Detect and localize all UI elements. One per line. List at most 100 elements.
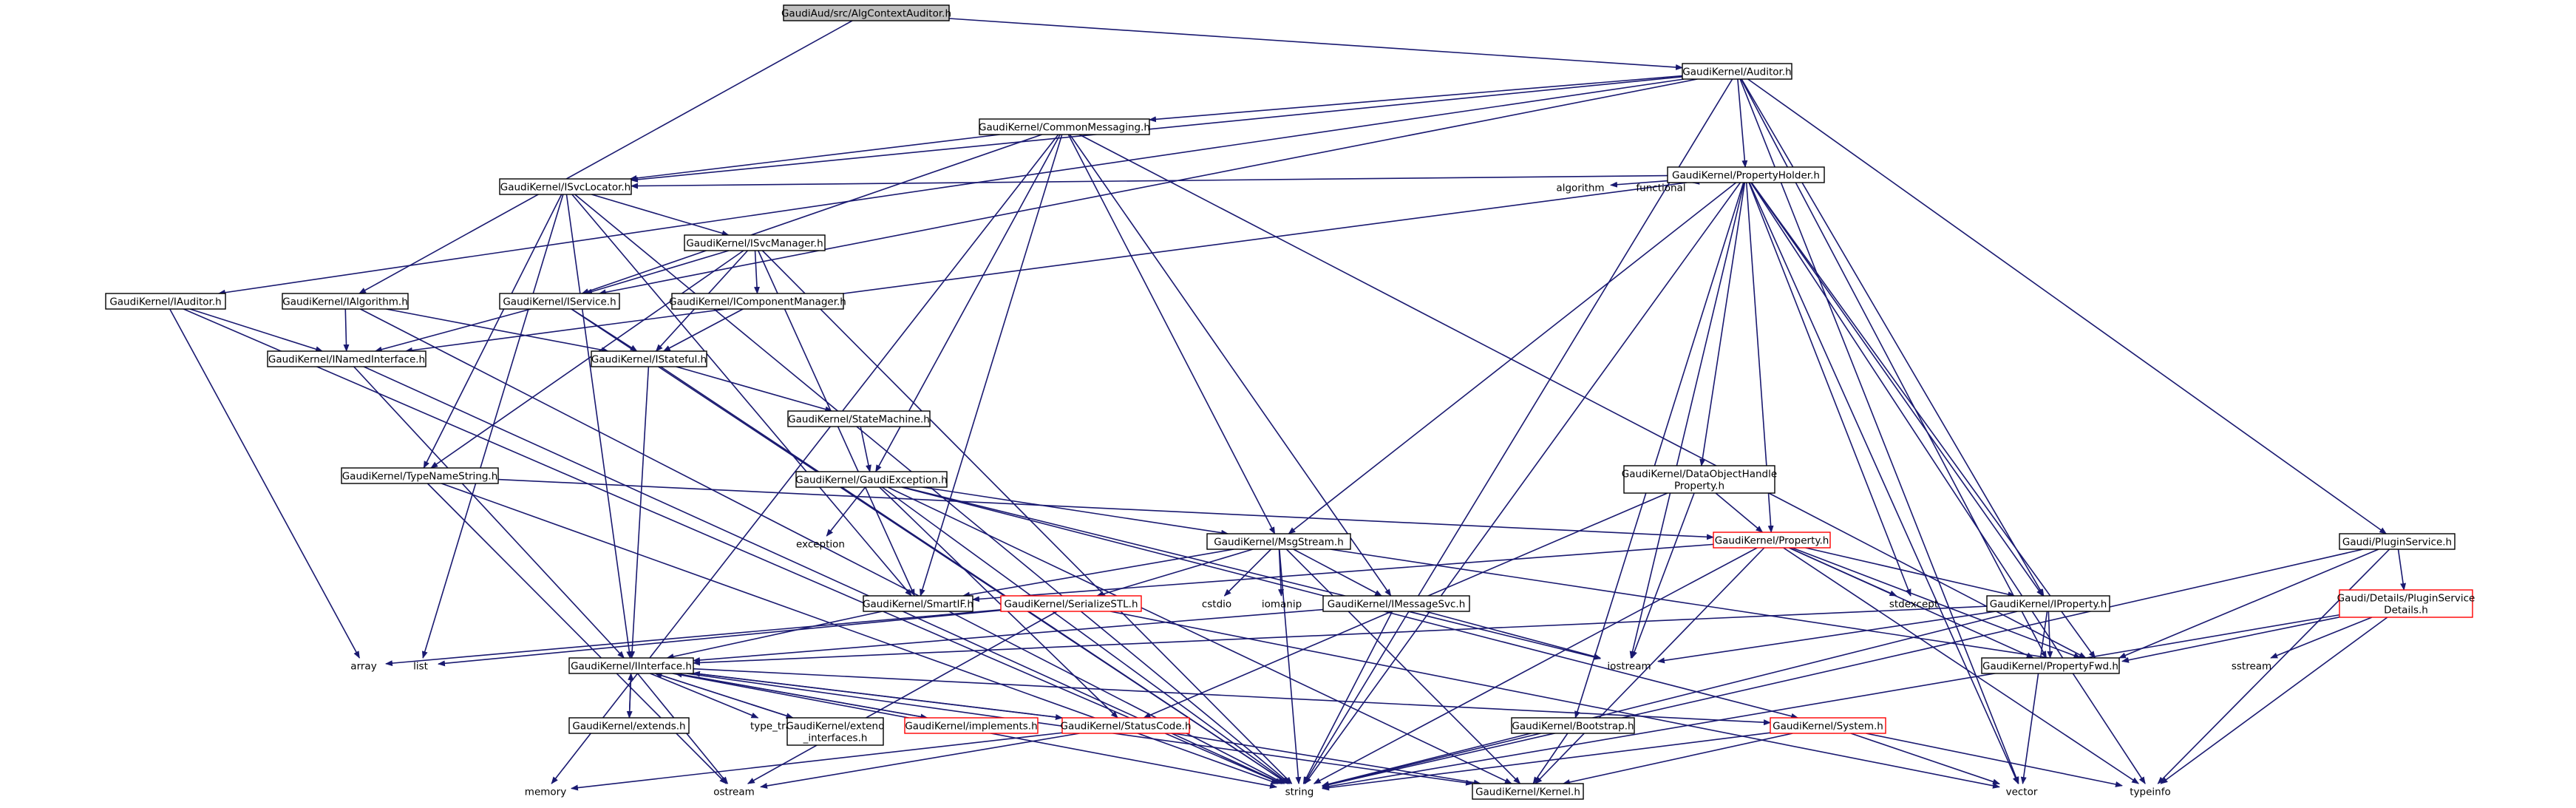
node-iostream: iostream (1607, 661, 1651, 673)
node-box (1981, 657, 2120, 674)
node-bootstrap[interactable]: GaudiKernel/Bootstrap.h (1511, 717, 1635, 734)
node-gexcept[interactable]: GaudiKernel/GaudiException.h (795, 471, 948, 488)
node-iinterface[interactable]: GaudiKernel/IInterface.h (568, 657, 694, 674)
node-box (499, 293, 620, 310)
node-ialgorithm[interactable]: GaudiKernel/IAlgorithm.h (282, 293, 409, 310)
node-label: Gaudi/PluginService.h (2342, 537, 2452, 549)
node-label: cstdio (1202, 599, 1231, 611)
edge-isvcmgr-to-iservice (585, 250, 730, 295)
node-box (267, 350, 426, 367)
node-functional: functional (1636, 183, 1685, 194)
node-label: GaudiKernel/TypeNameString.h (342, 471, 498, 483)
node-box (591, 350, 707, 367)
node-smartif[interactable]: GaudiKernel/SmartIF.h (863, 595, 973, 612)
node-propholder[interactable]: GaudiKernel/PropertyHolder.h (1667, 166, 1825, 183)
node-box (786, 717, 884, 746)
node-serstl[interactable]: GaudiKernel/SerializeSTL.h (1000, 595, 1142, 612)
node-label: array (350, 661, 376, 673)
edge-bootstrap-to-kernel (1532, 733, 1569, 784)
node-label: exception (796, 539, 845, 551)
node-label: GaudiAud/src/AlgContextAuditor.h (781, 8, 951, 20)
node-root[interactable]: GaudiAud/src/AlgContextAuditor.h (781, 4, 951, 21)
node-typeinfo: typeinfo (2130, 787, 2170, 798)
node-label: list (413, 661, 428, 673)
edge-inamed-to-iinterface (353, 366, 625, 659)
node-label: algorithm (1556, 183, 1604, 194)
edge-cmsg-to-smartif (920, 134, 1063, 597)
node-label: GaudiKernel/INamedInterface.h (268, 354, 425, 366)
edge-istateful-to-statemach (676, 366, 833, 413)
node-cstdio: cstdio (1202, 599, 1231, 611)
node-auditor[interactable]: GaudiKernel/Auditor.h (1682, 63, 1792, 80)
node-label: GaudiKernel/StateMachine.h (788, 414, 930, 426)
edge-imsgsvc-to-iostream (1425, 611, 1601, 659)
edge-inamed-to-string (363, 366, 1283, 784)
node-msgstream[interactable]: GaudiKernel/MsgStream.h (1206, 533, 1351, 550)
node-cmsg[interactable]: GaudiKernel/CommonMessaging.h (979, 118, 1150, 135)
node-pluginsvc[interactable]: Gaudi/PluginService.h (2339, 533, 2456, 550)
edge-gexcept-to-msgstream (922, 486, 1229, 536)
edge-propholder-to-string (1304, 182, 1741, 784)
node-iproperty[interactable]: GaudiKernel/IProperty.h (1986, 595, 2110, 612)
edge-statuscode-to-memory (571, 732, 1063, 791)
node-property[interactable]: GaudiKernel/Property.h (1713, 532, 1831, 549)
node-iauditor[interactable]: GaudiKernel/IAuditor.h (105, 293, 226, 310)
edge-system-to-string (1322, 732, 1771, 791)
edge-pluginsvc-to-pluginsvcdet (2397, 549, 2407, 591)
edge-gexcept-to-string (881, 486, 1290, 784)
edge-cmsg-to-utility (1078, 134, 2087, 659)
node-system[interactable]: GaudiKernel/System.h (1770, 717, 1886, 734)
edge-msgstream-to-kernel (1285, 549, 1521, 784)
node-label: memory (525, 787, 566, 798)
edge-pluginsvcdet-to-typeinfo (2160, 617, 2388, 784)
edge-statuscode-to-ostream (760, 733, 1080, 789)
node-box (341, 467, 499, 484)
edge-iproperty-to-iinterface (693, 605, 1988, 666)
node-statemach[interactable]: GaudiKernel/StateMachine.h (787, 410, 931, 427)
edge-pluginsvc-to-string (1322, 549, 2364, 788)
node-label: GaudiKernel/extend (786, 721, 884, 733)
node-propfwd[interactable]: GaudiKernel/PropertyFwd.h (1981, 657, 2120, 674)
edge-extends-to-iinterface (628, 673, 634, 719)
edge-propholder-to-inamed (404, 182, 1688, 353)
node-imsgsvc[interactable]: GaudiKernel/IMessageSvc.h (1322, 595, 1470, 612)
node-box (863, 595, 973, 612)
edge-dohp-to-property (1715, 492, 1764, 533)
node-extendif[interactable]: GaudiKernel/extend_interfaces.h (786, 717, 885, 746)
node-icompmgr[interactable]: GaudiKernel/IComponentManager.h (669, 293, 846, 310)
node-label: Gaudi/Details/PluginService (2337, 593, 2475, 605)
edge-property-to-utility (1792, 547, 2081, 659)
node-implements[interactable]: GaudiKernel/implements.h (904, 717, 1039, 734)
node-kernel[interactable]: GaudiKernel/Kernel.h (1472, 783, 1584, 800)
node-extends[interactable]: GaudiKernel/extends.h (568, 717, 690, 734)
edge-property-to-string (1313, 547, 1758, 784)
node-iservice[interactable]: GaudiKernel/IService.h (499, 293, 620, 310)
edge-propholder-to-iproperty (1750, 182, 2044, 597)
edge-auditor-to-iauditor (217, 78, 1685, 296)
edge-isvcmgr-to-icompmgr (754, 250, 761, 294)
edge-pluginsvcdet-to-sstream (2270, 617, 2373, 659)
edge-statuscode-to-iinterface (693, 670, 1063, 719)
edge-ialgorithm-to-inamed (343, 308, 350, 352)
edge-typename-to-property (497, 478, 1714, 540)
node-label: stdexcept (1889, 599, 1938, 611)
edge-auditor-to-iservice (598, 78, 1698, 296)
node-istateful[interactable]: GaudiKernel/IStateful.h (591, 350, 707, 367)
edge-istateful-to-string (660, 366, 1289, 784)
edge-bootstrap-to-string (1322, 733, 1541, 787)
node-isvcmgr[interactable]: GaudiKernel/ISvcManager.h (684, 234, 826, 251)
node-statuscode[interactable]: GaudiKernel/StatusCode.h (1061, 717, 1192, 734)
node-typename[interactable]: GaudiKernel/TypeNameString.h (341, 467, 499, 484)
edge-cmsg-to-iservice (581, 134, 1042, 294)
node-label: GaudiKernel/SerializeSTL.h (1004, 599, 1138, 611)
edge-pluginsvc-to-utility (2118, 549, 2379, 659)
edge-propholder-to-typeinfo (1750, 182, 2146, 784)
node-isvcloc[interactable]: GaudiKernel/ISvcLocator.h (499, 178, 632, 195)
file-nodes: GaudiAud/src/AlgContextAuditor.hGaudiKer… (105, 4, 2475, 800)
edge-isvcloc-to-list (421, 194, 564, 659)
node-box (1770, 717, 1886, 734)
edge-gexcept-to-exception (826, 486, 866, 537)
node-inamed[interactable]: GaudiKernel/INamedInterface.h (267, 350, 426, 367)
